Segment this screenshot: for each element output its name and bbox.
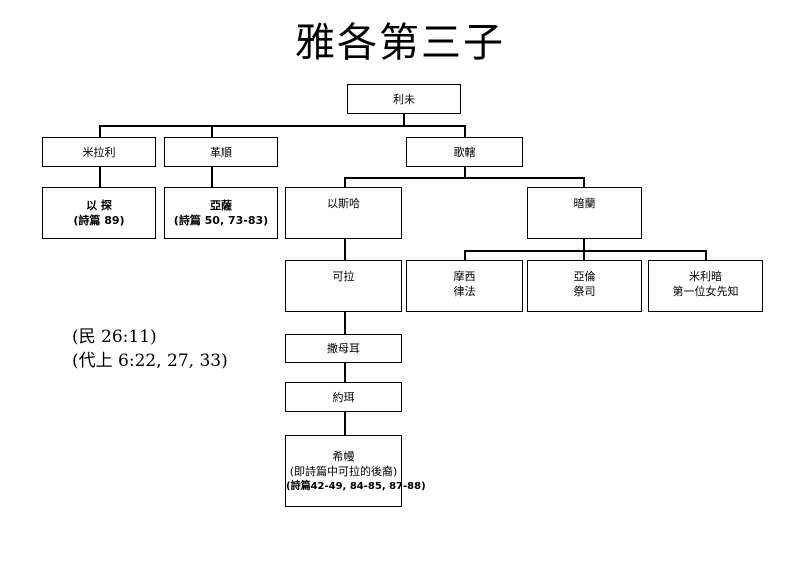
node-korah: 可拉 [285, 260, 402, 312]
connector [583, 239, 585, 251]
node-note: 律法 [453, 285, 476, 298]
connector [211, 125, 213, 138]
node-note: 第一位女先知 [672, 285, 739, 298]
reference-line: (民 26:11) [72, 327, 157, 347]
node-samuel: 撒母耳 [285, 334, 402, 363]
node-label: 歌轄 [453, 145, 476, 159]
connector [583, 177, 585, 187]
node-label: 利未 [393, 92, 415, 106]
node-kohath: 歌轄 [406, 137, 523, 167]
node-izhar: 以斯哈 [285, 187, 402, 239]
connector [344, 177, 585, 179]
connector [344, 362, 346, 382]
node-note: 祭司 [573, 285, 596, 298]
node-label: 米拉利 [82, 145, 116, 159]
node-heman: 希幔 (即詩篇中可拉的後裔) (詩篇42-49, 84-85, 87-88) [285, 435, 426, 507]
node-aaron: 亞倫 祭司 [527, 260, 642, 312]
node-note: (詩篇 89) [73, 214, 125, 227]
connector [583, 250, 585, 261]
connector [211, 167, 213, 188]
node-label: 摩西 [453, 270, 476, 283]
scripture-references: (民 26:11) (代上 6:22, 27, 33) [72, 325, 228, 373]
node-note: (詩篇 50, 73-83) [173, 214, 269, 227]
node-miriam: 米利暗 第一位女先知 [648, 260, 763, 312]
connector [344, 239, 346, 261]
connector [344, 312, 346, 335]
connector [99, 167, 101, 188]
connector [705, 250, 707, 261]
node-label: 希幔 [332, 449, 355, 463]
node-label: 米利暗 [689, 270, 722, 283]
node-moses: 摩西 律法 [406, 260, 523, 312]
reference-line: (代上 6:22, 27, 33) [72, 351, 228, 371]
node-gershon: 革順 [164, 137, 278, 167]
node-asaph: 亞薩 (詩篇 50, 73-83) [164, 187, 278, 239]
node-label: 革順 [210, 145, 232, 159]
connector [464, 167, 466, 178]
node-merari: 米拉利 [42, 137, 156, 167]
node-label: 可拉 [332, 270, 355, 283]
connector [99, 125, 466, 127]
node-label: 以 探 [86, 199, 112, 212]
connector [99, 125, 101, 138]
node-amram: 暗蘭 [527, 187, 642, 239]
node-levi: 利未 [347, 84, 461, 114]
node-label: 亞倫 [573, 270, 596, 283]
connector [403, 114, 405, 126]
node-joel: 約珥 [285, 382, 402, 412]
node-ishi: 以 探 (詩篇 89) [42, 187, 156, 239]
connector [464, 250, 466, 261]
connector [344, 412, 346, 436]
node-label: 以斯哈 [327, 197, 360, 210]
page-title: 雅各第三子 [295, 20, 505, 66]
node-label: 亞薩 [210, 199, 232, 212]
node-label: 暗蘭 [573, 197, 596, 210]
node-label: 撒母耳 [327, 342, 360, 355]
node-label: 約珥 [332, 390, 355, 404]
connector [344, 177, 346, 187]
node-note: (詩篇42-49, 84-85, 87-88) [286, 480, 426, 492]
connector [464, 250, 707, 252]
node-note: (即詩篇中可拉的後裔) [289, 464, 398, 478]
connector [464, 125, 466, 138]
